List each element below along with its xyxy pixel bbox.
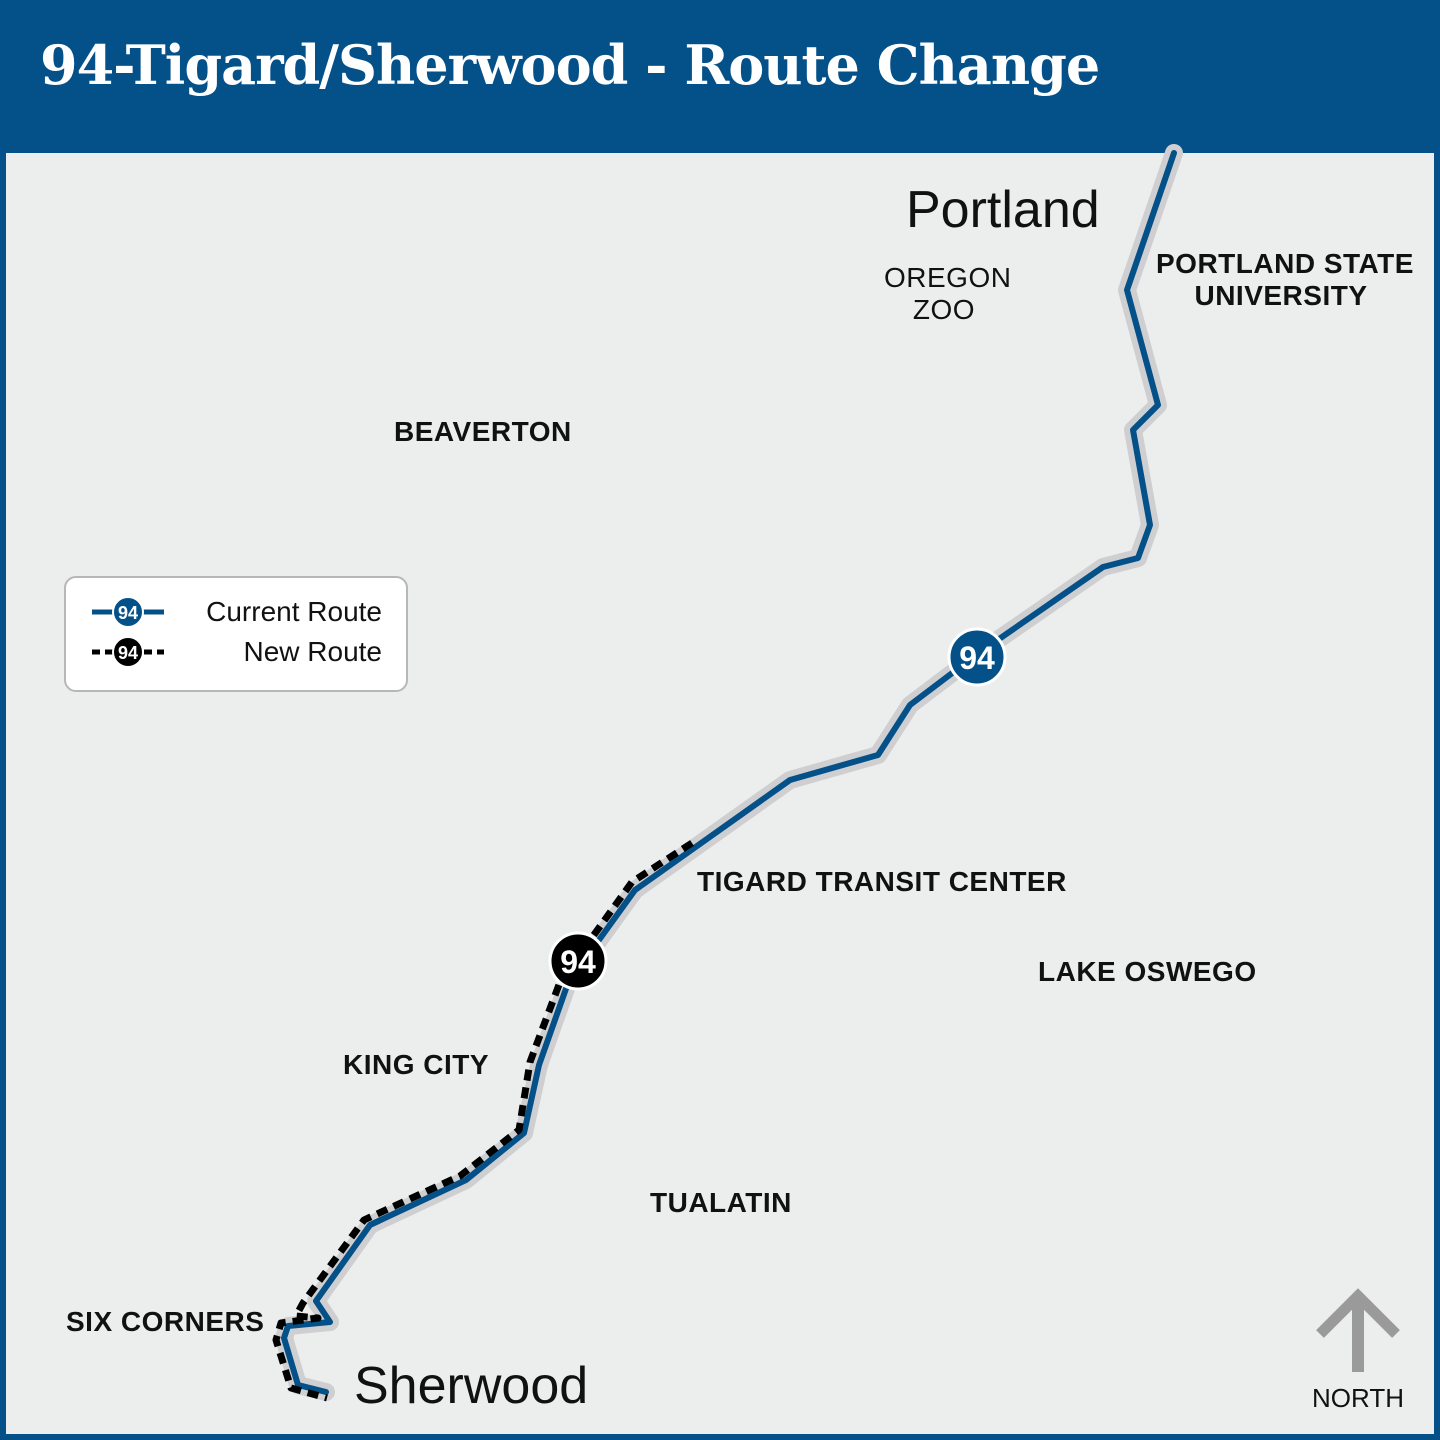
new-route-symbol: 94 [92, 636, 164, 668]
route-badge-new: 94 [548, 931, 608, 991]
route-badge-current: 94 [947, 627, 1007, 687]
legend-label-new-route: New Route [243, 636, 382, 667]
map-area [6, 153, 1434, 1434]
label-psu-line2: UNIVERSITY [1194, 280, 1368, 311]
page-title: 94-Tigard/Sherwood - Route Change [40, 33, 1100, 97]
label-oregon-zoo-line2: ZOO [912, 294, 976, 325]
svg-text:94: 94 [118, 603, 138, 623]
label-psu-line1: PORTLAND STATE [1156, 248, 1414, 279]
north-compass: NORTH [1306, 1284, 1410, 1414]
north-label: NORTH [1312, 1383, 1404, 1413]
label-sherwood: Sherwood [354, 1357, 589, 1415]
label-oregon-zoo-line1: OREGON [884, 262, 1012, 293]
label-tualatin: TUALATIN [650, 1187, 792, 1218]
legend-label-current-route: Current Route [206, 596, 382, 627]
legend: 94 Current Route 94 New Route [64, 576, 408, 692]
legend-item-current-route: 94 Current Route [66, 594, 406, 630]
legend-item-new-route: 94 New Route [66, 634, 406, 670]
label-lake-oswego: LAKE OSWEGO [1038, 956, 1257, 987]
label-tigard-transit-center: TIGARD TRANSIT CENTER [697, 866, 1067, 897]
north-arrow-icon [1316, 1288, 1400, 1372]
route-badge-new-label: 94 [560, 944, 596, 980]
label-portland: Portland [906, 181, 1100, 239]
label-six-corners: SIX CORNERS [66, 1306, 265, 1337]
new-route-line [272, 840, 694, 1402]
current-route-line [281, 150, 1177, 1395]
svg-text:94: 94 [118, 643, 138, 663]
route-badge-current-label: 94 [959, 640, 995, 676]
label-beaverton: BEAVERTON [394, 416, 572, 447]
label-king-city: KING CITY [343, 1049, 490, 1080]
current-route-symbol: 94 [92, 596, 164, 628]
header-bar: 94-Tigard/Sherwood - Route Change [0, 0, 1440, 153]
map-frame [0, 153, 1440, 1440]
